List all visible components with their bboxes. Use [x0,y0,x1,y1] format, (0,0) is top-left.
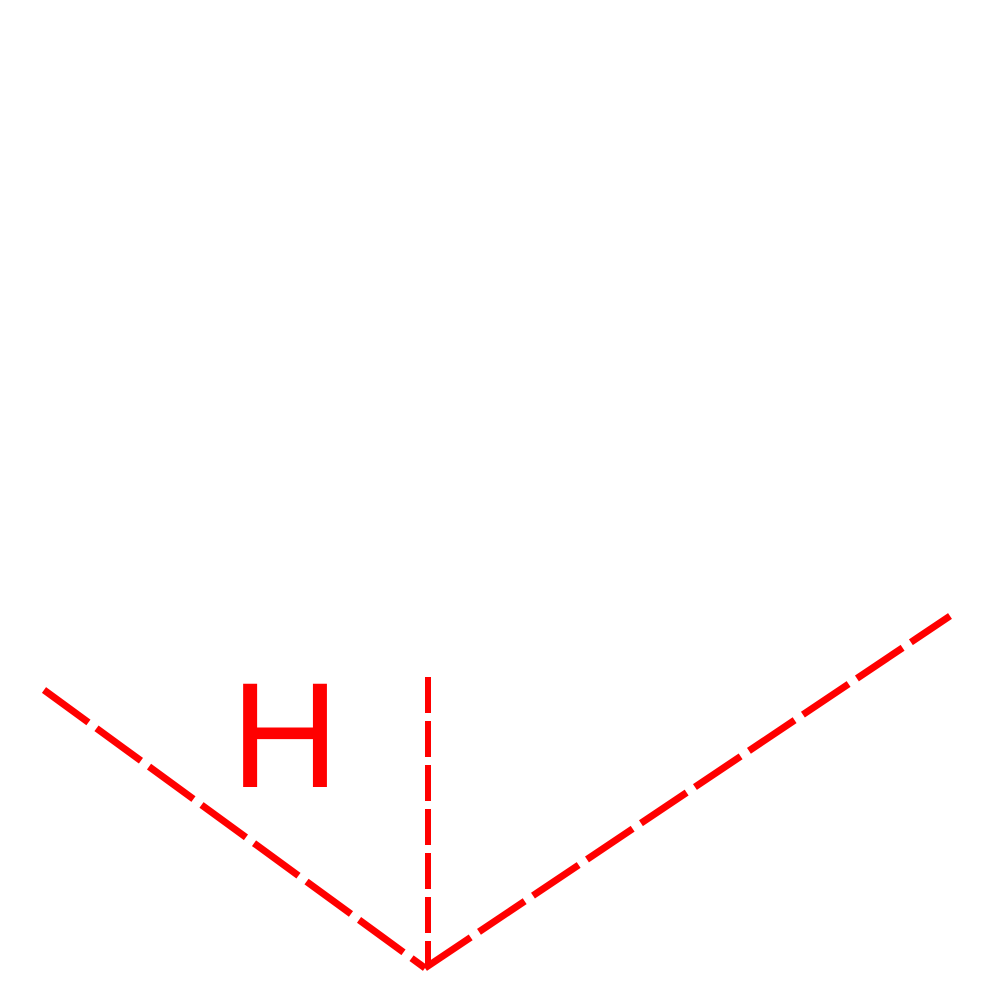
left-edge-line [41,687,428,971]
right-edge-line [423,613,952,971]
angle-label: H [231,651,339,819]
